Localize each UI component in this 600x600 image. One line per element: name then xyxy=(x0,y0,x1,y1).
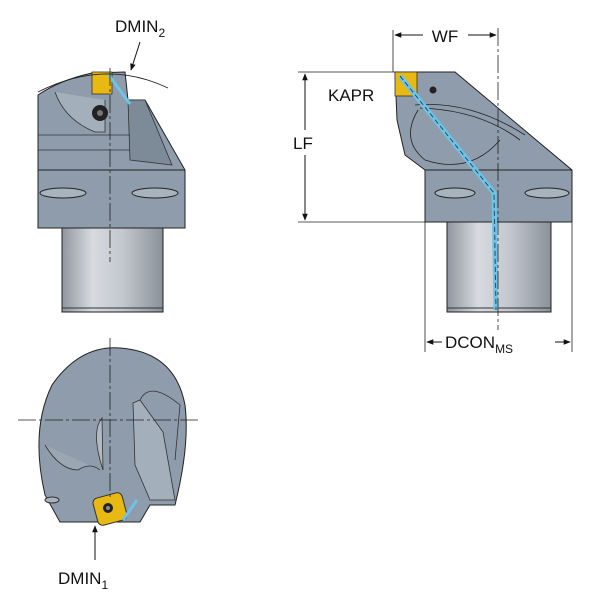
front-slot-right xyxy=(131,187,179,199)
side-slot-left xyxy=(434,187,476,199)
side-screw xyxy=(429,86,437,94)
kapr-label: KAPR xyxy=(328,86,374,105)
side-shank xyxy=(446,221,552,313)
lf-label: LF xyxy=(293,134,313,153)
bottom-view: DMIN1 xyxy=(18,338,198,592)
dcon-ms-label: DCONMS xyxy=(445,333,513,356)
dmin2-label: DMIN2 xyxy=(115,17,165,40)
dmin2-arc xyxy=(37,73,169,93)
front-shank xyxy=(61,225,164,313)
dmin1-label: DMIN1 xyxy=(58,569,108,592)
side-head xyxy=(394,71,573,223)
front-view: DMIN2 xyxy=(37,17,186,313)
front-coolant xyxy=(106,73,132,105)
wf-label: WF xyxy=(432,27,458,46)
bottom-coolant xyxy=(121,499,139,521)
front-insert xyxy=(91,71,113,95)
front-slot-left xyxy=(39,187,87,199)
side-view: WF LF KAPR DCONMS xyxy=(293,27,573,356)
side-slot-right xyxy=(524,187,570,199)
